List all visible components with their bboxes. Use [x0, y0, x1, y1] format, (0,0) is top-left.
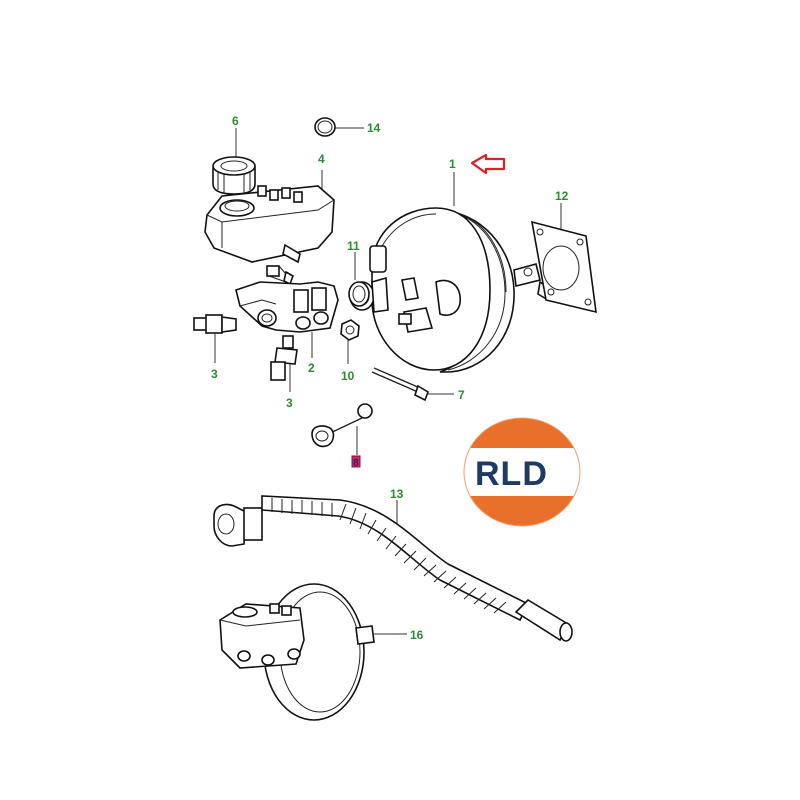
callout-16: 16: [410, 628, 424, 642]
part-13-vacuum-hose: 13: [213, 487, 573, 642]
part-12-gasket: 12: [530, 189, 597, 314]
callout-14: 14: [367, 121, 381, 135]
part-1-brake-booster: 1: [349, 153, 553, 373]
callout-2: 2: [308, 361, 315, 375]
callout-1: 1: [449, 157, 456, 171]
part-10-nut: 10: [340, 319, 360, 383]
part-2-master-cylinder: 2: [235, 281, 339, 375]
part-7-pin: 7: [371, 367, 465, 402]
logo-text: RLD: [475, 455, 548, 493]
callout-8: 8: [353, 458, 359, 469]
callout-11: 11: [347, 239, 360, 253]
part-3-sensor-lower: 3: [270, 335, 298, 410]
arrow-left-icon: [470, 153, 506, 175]
callout-6: 6: [232, 114, 239, 128]
callout-7: 7: [458, 388, 465, 402]
callout-3a: 3: [211, 367, 218, 381]
part-16-booster-assembly: 16: [219, 583, 424, 721]
callout-3b: 3: [286, 396, 293, 410]
part-3-sensor-left: 3: [193, 314, 237, 381]
part-11-grommet: 11: [347, 239, 370, 307]
callout-13: 13: [390, 487, 404, 501]
screw-fitting: [266, 265, 294, 286]
part-8-hose-clip: 8: [311, 403, 373, 469]
callout-4: 4: [318, 152, 325, 166]
callout-10: 10: [341, 369, 355, 383]
part-6-reservoir-cap: 6: [212, 114, 256, 195]
rld-logo: RLD: [462, 417, 582, 527]
part-14-o-ring: 14: [314, 117, 381, 137]
callout-12: 12: [555, 189, 569, 203]
part-4-fluid-reservoir: 4: [204, 152, 335, 264]
